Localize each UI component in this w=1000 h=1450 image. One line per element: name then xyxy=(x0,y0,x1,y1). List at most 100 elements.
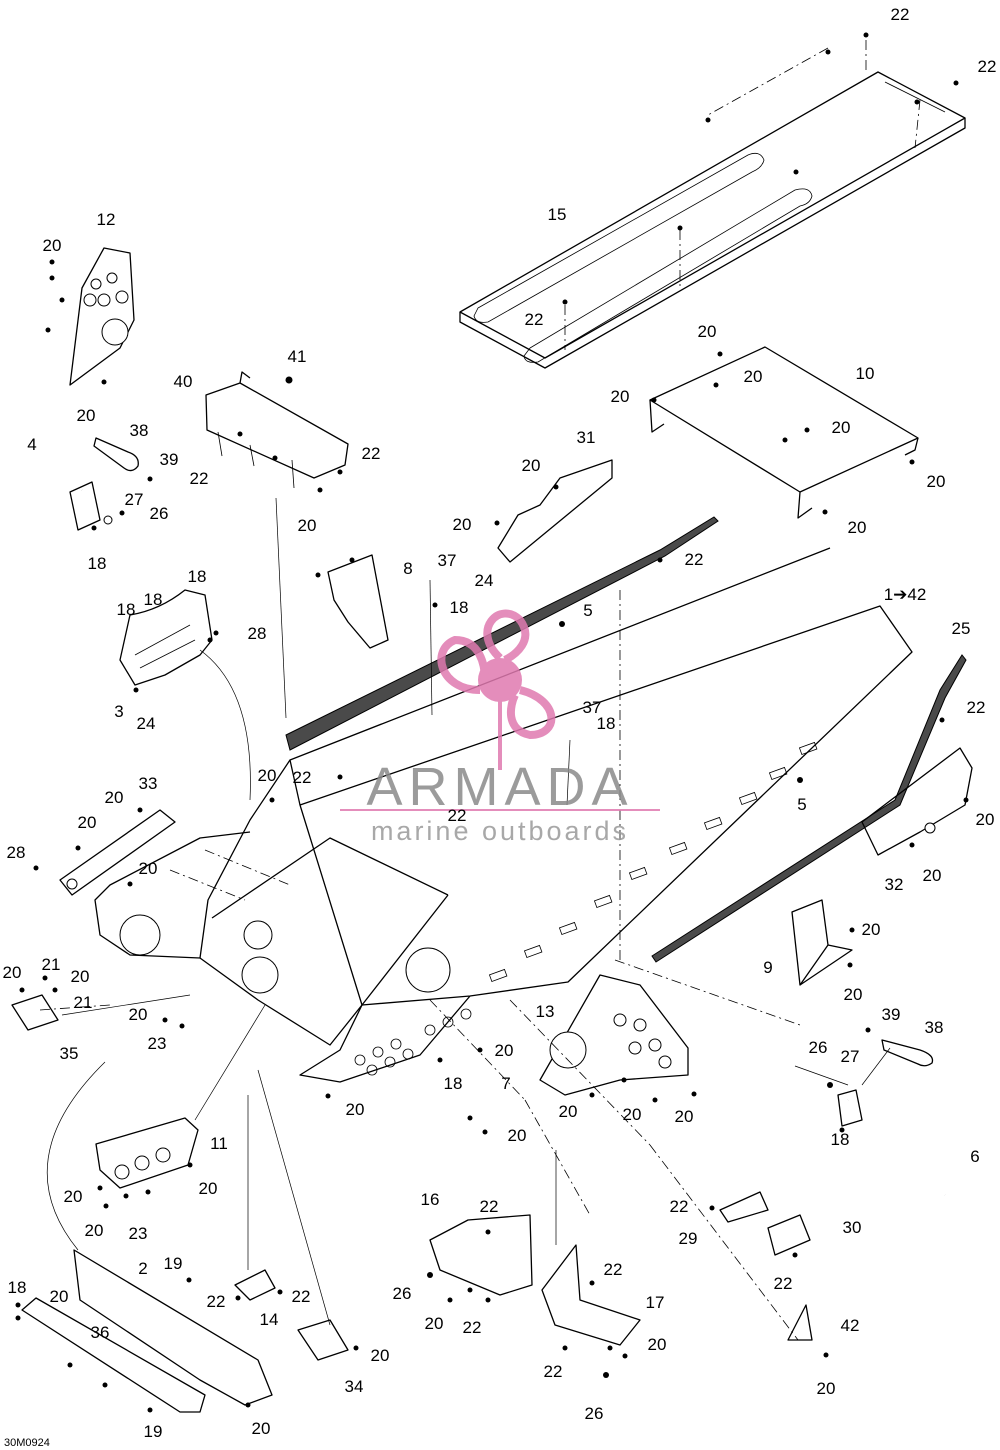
callout-label: 28 xyxy=(7,843,26,862)
right-small-brackets xyxy=(719,1191,813,1341)
reference-code: 30M0924 xyxy=(4,1437,50,1449)
small-tabs xyxy=(234,1269,349,1361)
watermark: ARMADA marine outboards xyxy=(340,609,660,846)
callout-label: 8 xyxy=(403,559,412,578)
callout-label: 20 xyxy=(698,322,717,341)
callout-label: 22 xyxy=(544,1362,563,1381)
callout-label: 22 xyxy=(967,698,986,717)
callout-label: 14 xyxy=(260,1310,279,1329)
assembly-leaders xyxy=(39,40,921,1341)
callout-label: 2 xyxy=(138,1259,147,1278)
callout-label: 24 xyxy=(475,571,494,590)
front-suspension-mount xyxy=(119,589,213,686)
callout-label: 22 xyxy=(448,806,467,825)
left-lever-assembly xyxy=(69,437,139,531)
callout-label: 19 xyxy=(144,1422,163,1441)
callout-label: 20 xyxy=(258,766,277,785)
callout-label: 20 xyxy=(371,1346,390,1365)
callout-label: 16 xyxy=(421,1190,440,1209)
callout-label: 26 xyxy=(585,1404,604,1423)
angle-bracket xyxy=(791,899,853,986)
right-slide-rail xyxy=(651,654,967,963)
callout-label: 22 xyxy=(774,1274,793,1293)
callout-label: 20 xyxy=(522,456,541,475)
callout-label: 22 xyxy=(604,1260,623,1279)
callout-label: 23 xyxy=(148,1034,167,1053)
callout-label: 20 xyxy=(346,1100,365,1119)
callout-label: 30 xyxy=(843,1218,862,1237)
callout-label: 20 xyxy=(559,1102,578,1121)
callout-label: 20 xyxy=(495,1041,514,1060)
small-shield xyxy=(327,554,389,649)
callout-label: 26 xyxy=(393,1284,412,1303)
callout-label: 18 xyxy=(117,600,136,619)
callout-label: 20 xyxy=(623,1105,642,1124)
callout-label: 38 xyxy=(130,421,149,440)
callout-label: 20 xyxy=(425,1314,444,1333)
right-handle-cable xyxy=(837,1039,947,1196)
callout-label: 22 xyxy=(190,469,209,488)
rear-side-bracket xyxy=(539,974,689,1096)
callout-label: 6 xyxy=(970,1147,979,1166)
callout-label: 22 xyxy=(685,550,704,569)
callout-label: 42 xyxy=(841,1316,860,1335)
callout-label: 12 xyxy=(97,210,116,229)
callout-label: 37 xyxy=(438,551,457,570)
right-rear-bracket xyxy=(861,747,973,856)
fastener-bolts xyxy=(15,32,969,1413)
callout-label: 29 xyxy=(679,1229,698,1248)
callout-label: 38 xyxy=(925,1018,944,1037)
callout-label: 20 xyxy=(675,1107,694,1126)
callout-label: 20 xyxy=(85,1221,104,1240)
callout-label: 33 xyxy=(139,774,158,793)
callout-label: 21 xyxy=(74,993,93,1012)
callout-label: 34 xyxy=(345,1377,364,1396)
callout-label: 20 xyxy=(71,967,90,986)
watermark-brand: ARMADA xyxy=(366,757,633,817)
callout-label: 18 xyxy=(88,554,107,573)
lower-left-plate xyxy=(95,1117,199,1189)
callout-label: 18 xyxy=(144,590,163,609)
callout-label: 20 xyxy=(105,788,124,807)
callout-label: 20 xyxy=(744,367,763,386)
callout-label: 20 xyxy=(848,518,867,537)
callout-label: 5 xyxy=(583,601,592,620)
callout-label: 22 xyxy=(293,768,312,787)
callout-label: 20 xyxy=(129,1005,148,1024)
bottom-skid-plates xyxy=(21,1249,273,1413)
callout-label: 32 xyxy=(885,875,904,894)
callout-label: 20 xyxy=(199,1179,218,1198)
callout-label: 5 xyxy=(797,795,806,814)
front-left-bracket xyxy=(69,247,135,386)
callout-label: 20 xyxy=(252,1419,271,1438)
callout-label: 20 xyxy=(976,810,995,829)
callout-label: 23 xyxy=(129,1224,148,1243)
callout-label: 22 xyxy=(670,1197,689,1216)
callout-label: 18 xyxy=(450,598,469,617)
callout-label: 27 xyxy=(841,1047,860,1066)
callout-label: 35 xyxy=(60,1044,79,1063)
callout-label: 17 xyxy=(646,1293,665,1312)
main-tunnel xyxy=(94,547,913,1083)
propeller-logo-icon xyxy=(437,609,556,770)
callout-label: 22 xyxy=(525,310,544,329)
callout-label: 20 xyxy=(611,387,630,406)
callout-label: 19 xyxy=(164,1254,183,1273)
callout-label: 22 xyxy=(463,1318,482,1337)
callout-label: 26 xyxy=(809,1038,828,1057)
callout-label: 20 xyxy=(64,1187,83,1206)
callout-label: 20 xyxy=(3,963,22,982)
callout-label: 22 xyxy=(891,5,910,24)
upper-rail-bracket xyxy=(497,459,613,563)
left-handle-cable xyxy=(28,471,83,520)
rear-upper-panel xyxy=(649,346,919,519)
callout-label: 31 xyxy=(577,428,596,447)
callout-label: 20 xyxy=(817,1379,836,1398)
callout-label: 22 xyxy=(978,57,997,76)
callout-label: 1➔42 xyxy=(884,585,927,604)
callout-label: 40 xyxy=(174,372,193,391)
callout-label: 20 xyxy=(648,1335,667,1354)
callout-label: 20 xyxy=(832,418,851,437)
callout-label: 20 xyxy=(78,813,97,832)
